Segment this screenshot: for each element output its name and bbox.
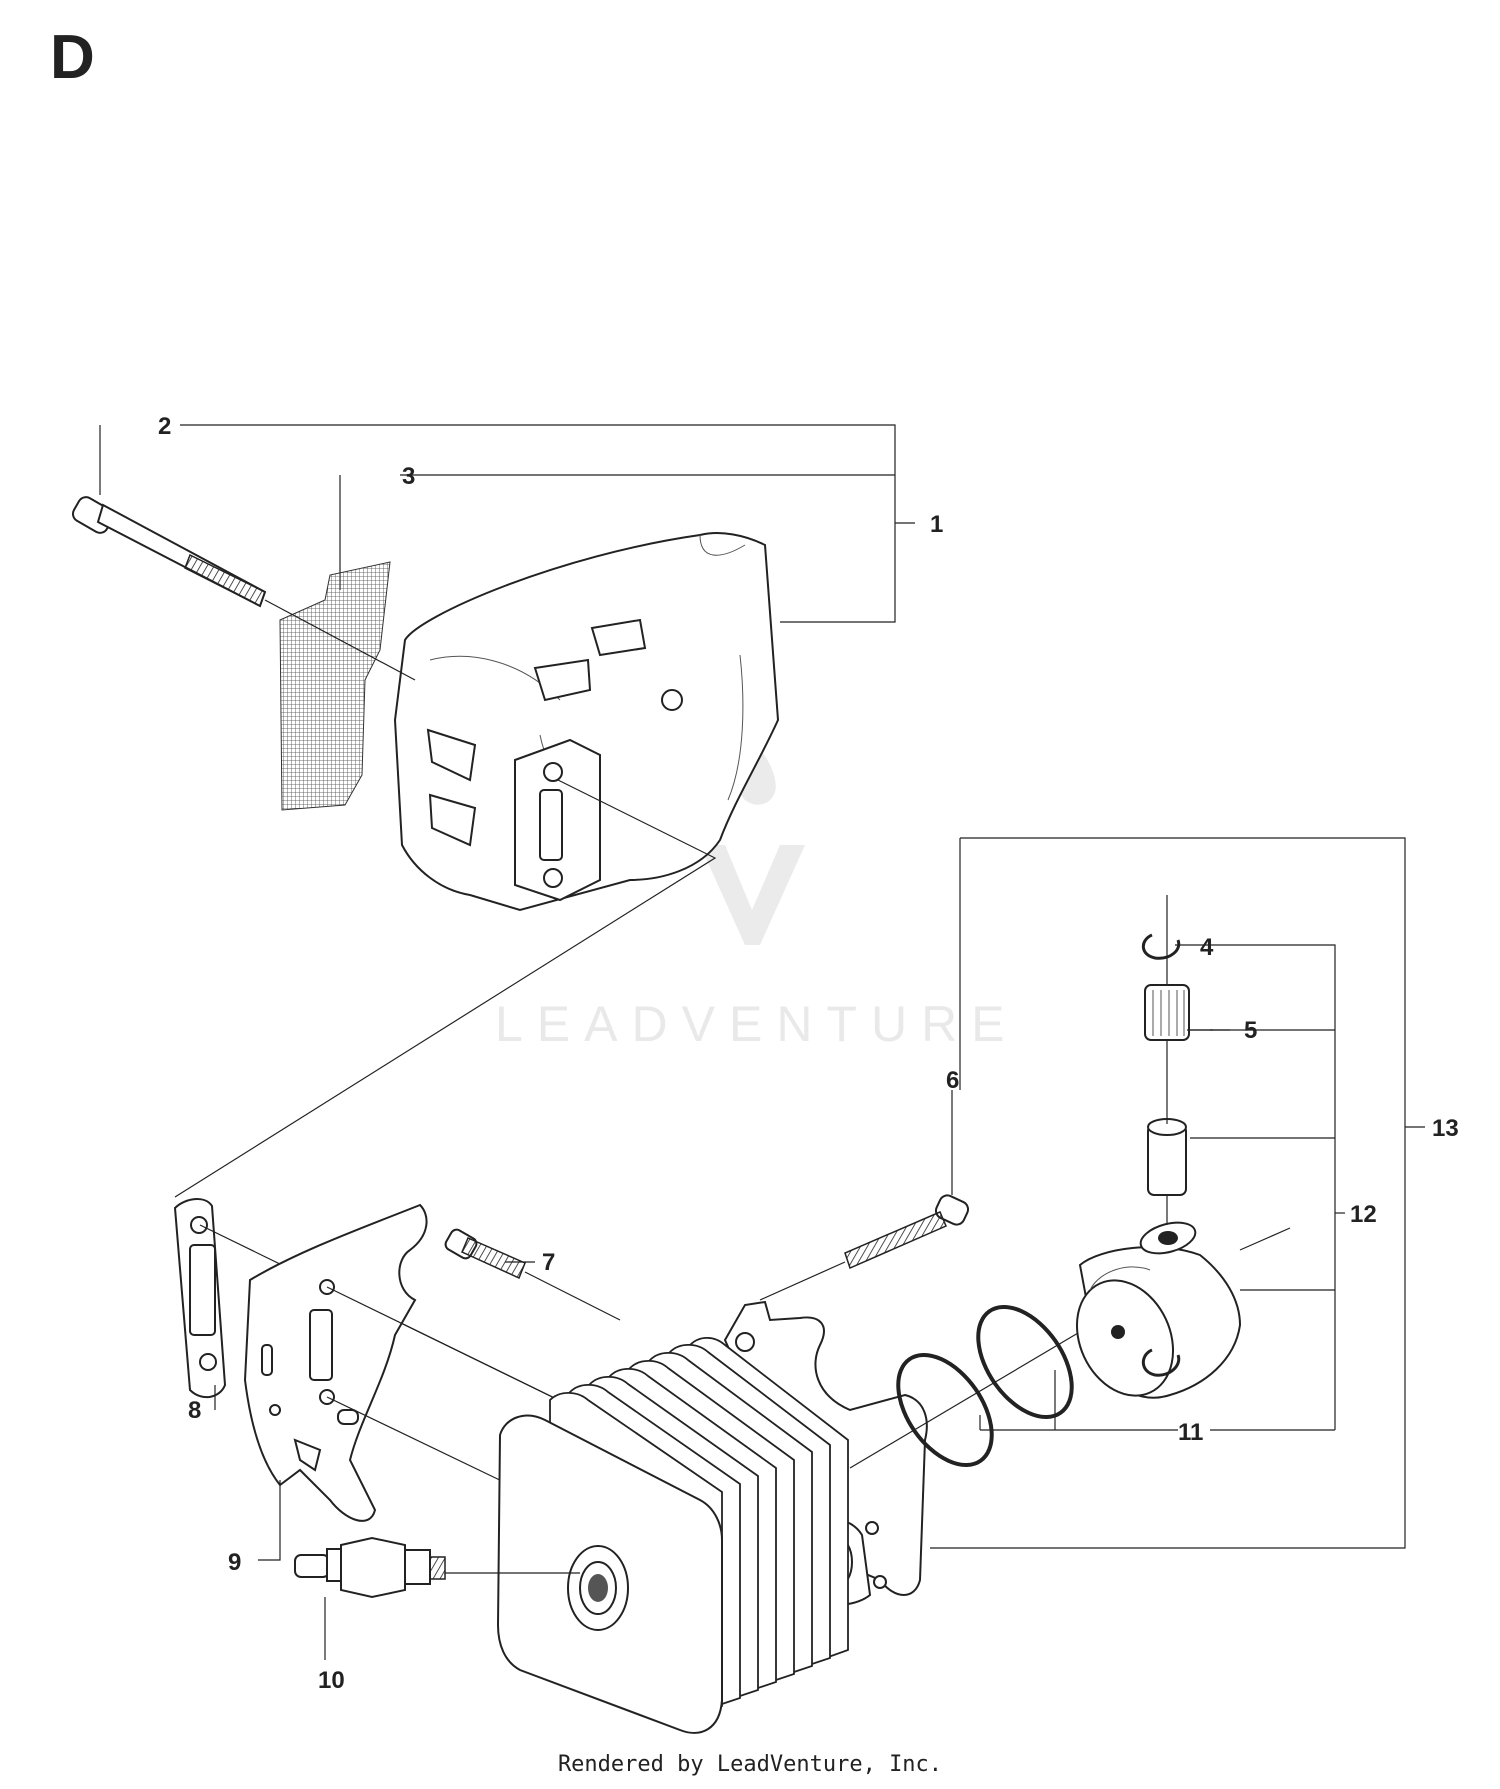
callout-10: 10 [318,1667,345,1694]
callout-12: 12 [1350,1201,1377,1228]
footer-credit: Rendered by LeadVenture, Inc. [557,1752,943,1777]
callout-2: 2 [158,413,171,440]
heat-shield-plate [243,1203,428,1522]
watermark-text: LEADVENTURE [495,996,1019,1052]
cylinder-screw [444,1228,526,1280]
spark-arrestor-screen [279,561,391,811]
callout-small-leaders [214,1029,1230,1660]
circlip-bottom [1141,1348,1181,1377]
callout-labels: 1 2 3 4 5 6 7 8 9 10 11 12 13 [158,413,1459,1694]
piston-pin [1147,1118,1187,1196]
muffler [393,532,780,912]
muffler-gasket [173,1198,227,1399]
piston-rings [896,1304,1074,1468]
callout-11: 11 [1178,1419,1203,1446]
cylinder-bolt [844,1194,970,1270]
callout-11-leader [979,1370,1178,1431]
piston [1075,1221,1242,1399]
callout-9: 9 [228,1549,241,1576]
cylinder [496,1300,928,1734]
section-letter: D [50,23,95,92]
needle-bearing [1144,984,1190,1041]
callout-3: 3 [402,463,415,490]
callout-5: 5 [1244,1017,1257,1044]
callout-8: 8 [188,1397,201,1424]
spark-plug [294,1536,446,1599]
callout-4: 4 [1200,934,1214,961]
muffler-bolt [71,496,267,608]
callout-7: 7 [542,1249,555,1276]
callout-13-bracket [930,837,1425,1549]
callout-6: 6 [946,1067,959,1094]
callout-1-bracket [99,424,915,623]
callout-13: 13 [1432,1115,1459,1142]
callout-1: 1 [930,511,943,538]
circlip-top [1141,933,1181,960]
